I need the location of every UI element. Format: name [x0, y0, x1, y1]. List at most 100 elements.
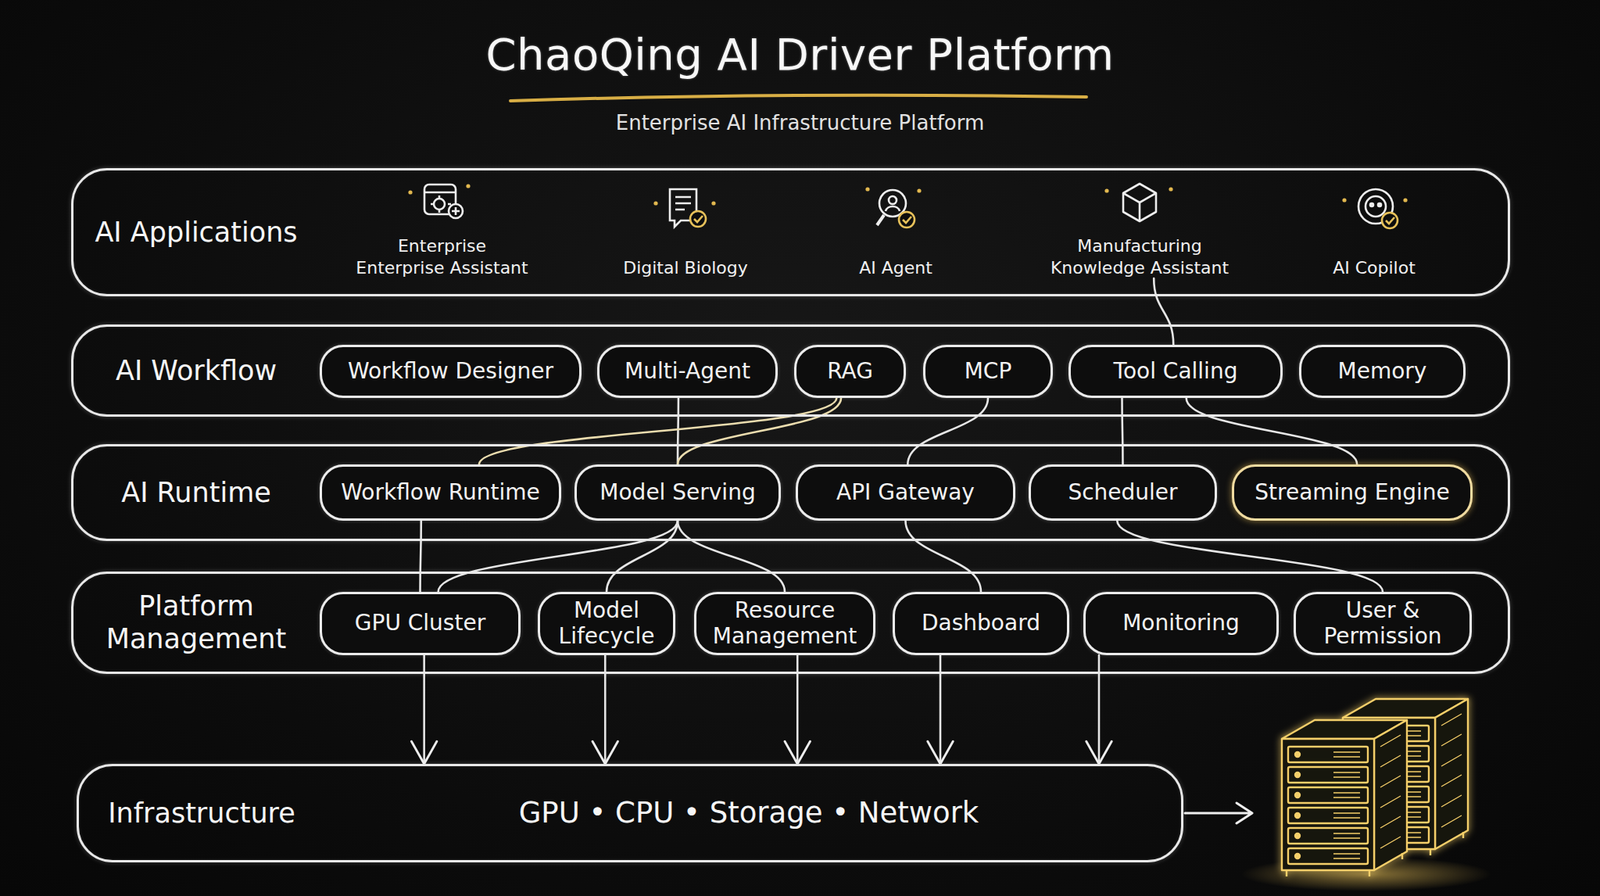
layer-band: AI Workflow Workflow Designer Multi-Agent R…	[71, 324, 1511, 417]
sparkle-dot	[916, 188, 921, 193]
connector-arrow	[422, 655, 426, 764]
connector-arrow	[939, 655, 942, 764]
connector-arrow	[796, 655, 799, 764]
component-box: Multi-Agent	[597, 344, 778, 398]
application-item: Digital Biology	[591, 178, 780, 279]
icon-check	[1385, 217, 1395, 224]
box-label: User & Permission	[1300, 597, 1465, 648]
layer-band: AI Runtime Workflow Runtime Model Serving A…	[71, 443, 1511, 541]
icon-check-circle	[898, 211, 915, 228]
server-illustration	[1281, 698, 1468, 877]
icon-cube-edges	[1123, 193, 1157, 222]
diagram-title: ChaoQing AI Driver Platform	[0, 28, 1600, 81]
server-arrow	[1184, 802, 1253, 824]
icon-shoulders	[885, 206, 900, 212]
layer-band: Platform Management GPU Cluster Model Life…	[71, 571, 1511, 674]
component-box: Streaming Engine	[1231, 464, 1473, 521]
icon-badge	[448, 204, 463, 219]
box-label: Model Serving	[599, 479, 756, 505]
component-box: Resource Management	[694, 591, 876, 656]
server-rack	[1281, 719, 1407, 877]
ai-agent-icon	[865, 186, 921, 228]
component-box: Memory	[1299, 344, 1466, 398]
sparkle-dot	[1168, 186, 1173, 191]
connector-line	[606, 520, 678, 592]
box-label: MCP	[964, 358, 1013, 384]
app-label: Digital Biology	[622, 257, 749, 280]
icon-handle	[876, 214, 885, 226]
component-box: Workflow Designer	[319, 344, 582, 398]
component-box: API Gateway	[795, 464, 1016, 521]
icon-gear	[433, 198, 445, 210]
connector-arrow	[1098, 655, 1101, 764]
connector-line	[677, 520, 785, 592]
app-label: Enterprise Enterprise Assistant	[353, 235, 531, 279]
sparkle-dot	[865, 186, 870, 191]
manufacturing-icon	[1104, 183, 1173, 222]
icon-plus	[451, 207, 460, 215]
copilot-icon	[1342, 189, 1407, 229]
box-label: Streaming Engine	[1254, 479, 1450, 505]
box-label: Monitoring	[1122, 610, 1240, 636]
application-item: AI Copilot	[1280, 178, 1468, 279]
connector-line	[677, 397, 842, 465]
component-box: Workflow Runtime	[319, 464, 562, 521]
connector-line	[1186, 397, 1357, 465]
box-label: Multi-Agent	[624, 358, 751, 384]
band-label: Platform Management	[90, 589, 302, 656]
box-label: Workflow Designer	[347, 358, 554, 384]
band-label: AI Runtime	[90, 476, 302, 510]
title-underline	[510, 95, 1087, 101]
connector-line	[676, 397, 681, 465]
box-label: Dashboard	[921, 610, 1041, 636]
connector-line	[479, 397, 837, 465]
box-label: Workflow Runtime	[340, 479, 540, 505]
sparkle-dot	[1104, 188, 1109, 193]
sparkle-dot	[1403, 197, 1407, 202]
connector-line	[1122, 397, 1124, 465]
component-box: Model Serving	[574, 464, 781, 521]
icon-check	[902, 216, 912, 223]
subtitle-label: Enterprise AI Infrastructure Platform	[0, 110, 1600, 136]
component-box: Tool Calling	[1068, 344, 1283, 398]
icon-eye	[1378, 203, 1382, 207]
box-label: RAG	[826, 358, 874, 384]
icon-line	[424, 191, 456, 194]
component-box: Scheduler	[1028, 464, 1218, 521]
connector-line	[905, 520, 982, 592]
app-label: AI Agent	[859, 257, 933, 280]
connector-line	[438, 520, 678, 592]
enterprise-icon	[408, 183, 470, 219]
sparkle-dot	[653, 200, 658, 205]
connector-line	[1153, 278, 1174, 345]
component-box: User & Permission	[1293, 591, 1472, 656]
icon-check-circle	[1381, 212, 1398, 229]
component-box: RAG	[794, 344, 906, 398]
band-subtext: GPU • CPU • Storage • Network	[436, 795, 1062, 831]
band-label: Infrastructure	[96, 796, 308, 831]
icon-cube	[1123, 183, 1157, 222]
layer-band: AI ApplicationsEnterprise Enterprise Ass…	[71, 168, 1511, 297]
band-label: AI Workflow	[90, 354, 302, 388]
component-box: Model Lifecycle	[537, 591, 676, 656]
connector-line	[420, 520, 422, 592]
box-label: API Gateway	[836, 479, 975, 505]
icon-lines	[675, 196, 691, 210]
box-label: Memory	[1338, 358, 1428, 384]
icon-check	[694, 215, 703, 222]
component-box: Dashboard	[892, 591, 1070, 656]
icon-eye	[1370, 203, 1374, 207]
box-label: Scheduler	[1067, 479, 1178, 505]
box-label: GPU Cluster	[354, 610, 486, 636]
sparkle-dot	[711, 200, 716, 205]
digital-biology-icon	[653, 189, 716, 227]
app-label: AI Copilot	[1332, 257, 1416, 280]
application-item: AI Agent	[801, 178, 990, 279]
component-box: Monitoring	[1083, 591, 1279, 656]
application-item: Manufacturing Knowledge Assistant	[1038, 178, 1242, 279]
connector-line	[1116, 520, 1383, 592]
icon-check-circle	[690, 211, 706, 227]
sparkle-dot	[408, 189, 412, 194]
box-label: Resource Management	[701, 597, 869, 648]
